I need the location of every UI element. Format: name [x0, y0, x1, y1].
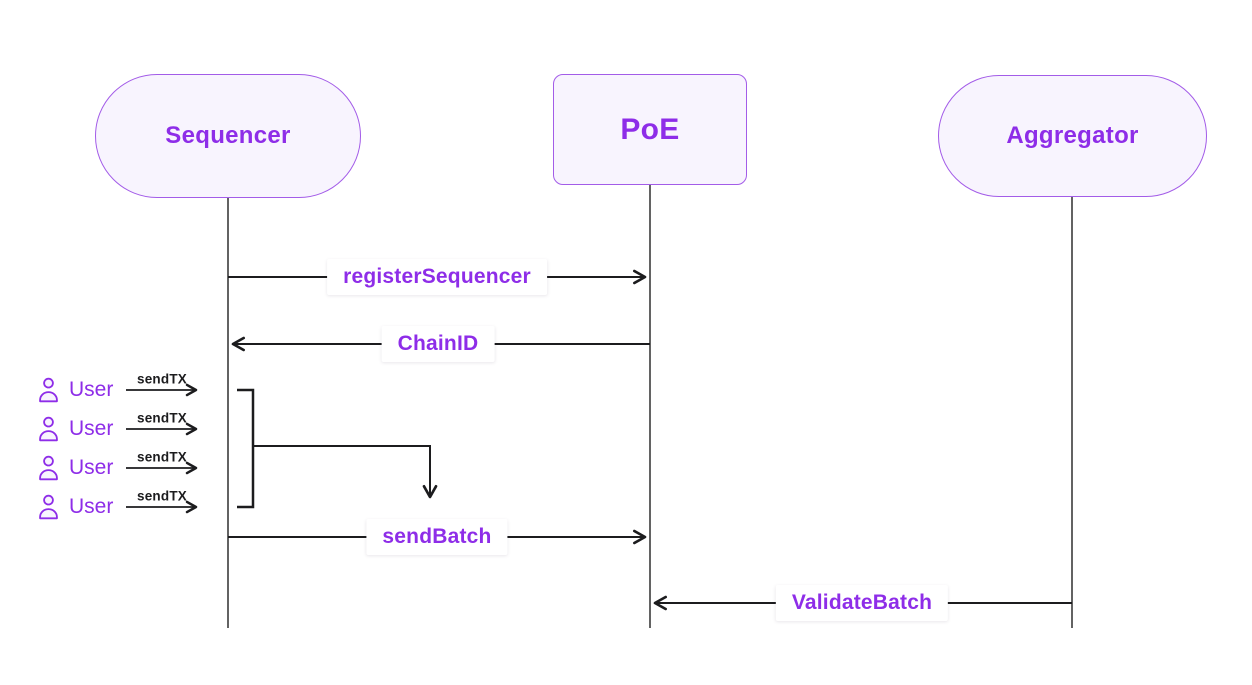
- sendtx-label: sendTX: [137, 410, 187, 426]
- user-label: User: [69, 378, 114, 401]
- user-row: User: [37, 412, 113, 446]
- message-label-registersequencer: registerSequencer: [327, 259, 547, 295]
- actor-sequencer-label: Sequencer: [165, 122, 291, 149]
- user-label: User: [69, 456, 114, 479]
- actor-poe: PoE: [553, 74, 747, 185]
- message-label-validatebatch: ValidateBatch: [775, 585, 949, 621]
- user-icon: [39, 494, 58, 520]
- message-label-sendbatch: sendBatch: [366, 519, 508, 555]
- user-label: User: [69, 495, 114, 518]
- actor-sequencer: Sequencer: [95, 74, 361, 198]
- user-icon: [39, 416, 58, 442]
- sendtx-label: sendTX: [137, 371, 187, 387]
- user-row: User: [37, 490, 113, 524]
- user-icon: [39, 377, 58, 403]
- batch-group-bracket: [237, 388, 255, 509]
- actor-aggregator: Aggregator: [938, 75, 1207, 197]
- actor-aggregator-label: Aggregator: [1006, 122, 1139, 149]
- actor-poe-label: PoE: [620, 112, 680, 146]
- user-label: User: [69, 417, 114, 440]
- batch-elbow-arrow: [254, 445, 438, 499]
- user-row: User: [37, 451, 113, 485]
- sendtx-label: sendTX: [137, 449, 187, 465]
- message-label-chainid: ChainID: [381, 326, 495, 362]
- user-row: User: [37, 373, 113, 407]
- sendtx-label: sendTX: [137, 488, 187, 504]
- user-icon: [39, 455, 58, 481]
